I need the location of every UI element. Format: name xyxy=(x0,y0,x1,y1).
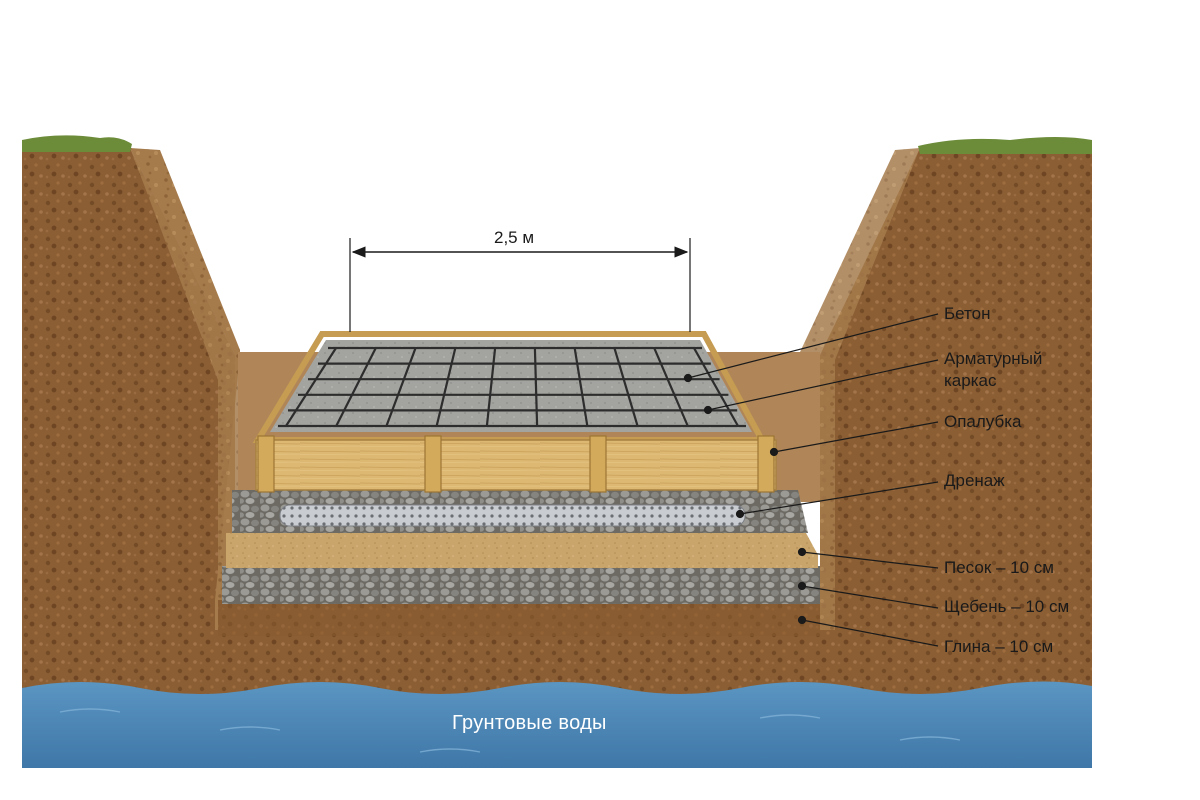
leader-line xyxy=(707,359,939,411)
leader-line xyxy=(801,551,939,569)
drain-pipe xyxy=(279,504,746,527)
formwork-front-board xyxy=(255,439,777,491)
leader-dot xyxy=(703,405,713,415)
soil-left xyxy=(22,148,235,700)
leader-dot xyxy=(769,447,779,457)
rebar-bar xyxy=(385,347,417,427)
leader-line xyxy=(739,481,939,515)
rebar-bar xyxy=(335,347,377,427)
label-rebar-line2: каркас xyxy=(944,371,997,390)
formwork-stake xyxy=(257,435,275,493)
rebar-bar xyxy=(285,347,337,427)
rebar-bar xyxy=(485,347,497,427)
formwork-stakes xyxy=(257,435,775,493)
leader-dot xyxy=(797,581,807,591)
label-clay: Глина – 10 см xyxy=(944,637,1054,656)
dimension-line xyxy=(349,238,691,332)
rebar-bar xyxy=(435,347,457,427)
label-drainage: Дренаж xyxy=(944,471,1005,490)
leader-dot xyxy=(797,615,807,625)
sand-layer xyxy=(226,533,818,568)
grass-left xyxy=(22,135,132,152)
width-dimension-label: 2,5 м xyxy=(494,228,535,247)
leader-line xyxy=(687,313,939,379)
leader-line xyxy=(801,619,939,647)
pit-slope-right-face xyxy=(800,148,920,630)
gravel-layer xyxy=(222,566,820,604)
label-rebar-line1: Арматурный xyxy=(944,349,1043,368)
leader-line xyxy=(801,585,939,609)
label-concrete: Бетон xyxy=(944,304,991,323)
label-gravel: Щебень – 10 см xyxy=(944,597,1070,616)
formwork-stake xyxy=(757,435,775,493)
rebar-bar xyxy=(533,347,539,427)
label-sand: Песок – 10 см xyxy=(944,558,1054,577)
groundwater xyxy=(22,681,1092,768)
groundwater-label: Грунтовые воды xyxy=(452,712,607,734)
leader-line xyxy=(773,421,939,453)
concrete-slab xyxy=(270,340,752,432)
label-formwork: Опалубка xyxy=(944,412,1022,431)
rebar-bar xyxy=(693,347,739,427)
formwork-stake xyxy=(424,435,442,493)
formwork-stake xyxy=(589,435,607,493)
leader-lines xyxy=(683,313,939,647)
rebar-grid xyxy=(278,346,746,428)
leader-dot xyxy=(735,509,745,519)
rebar-bar xyxy=(613,347,639,427)
leader-dot xyxy=(797,547,807,557)
leader-dot xyxy=(683,373,693,383)
rebar-bar xyxy=(653,347,689,427)
rebar-bar xyxy=(573,347,589,427)
grass-right xyxy=(918,137,1092,154)
